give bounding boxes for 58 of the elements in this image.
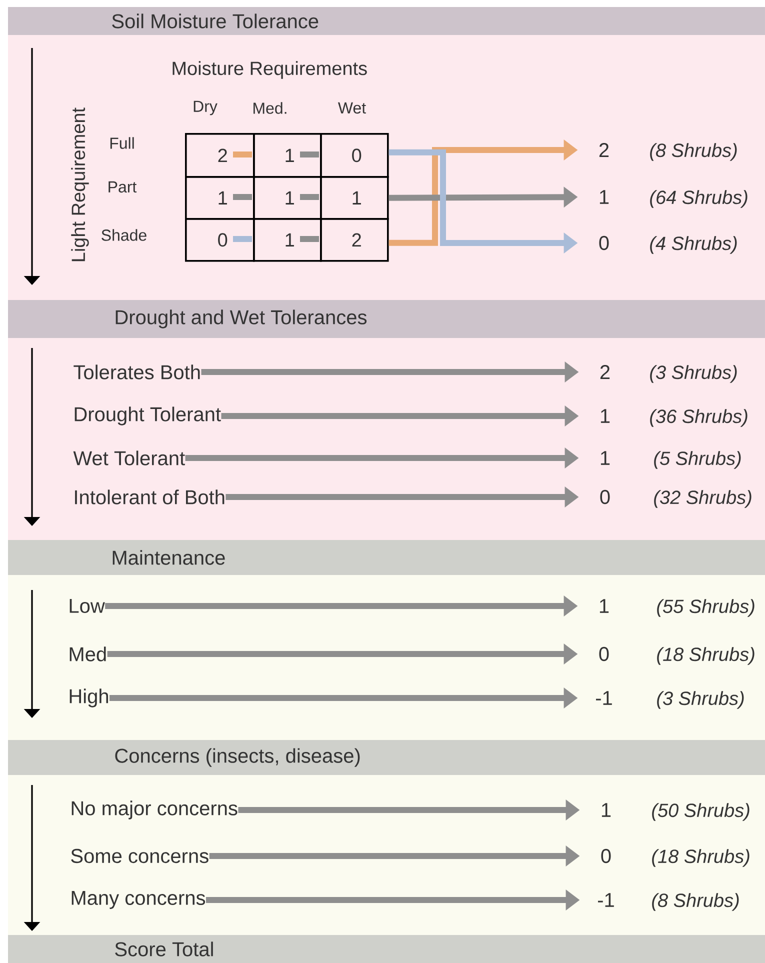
grid-cell: 0 — [320, 133, 389, 178]
category-label: High — [70, 688, 108, 708]
category-label: Tolerates Both — [74, 364, 200, 380]
shrub-count: (18 Shrubs) — [652, 849, 750, 867]
grid-cell: 1 — [253, 133, 322, 178]
shrub-count: (55 Shrubs) — [657, 599, 754, 617]
section-header: Concerns (insects, disease) — [8, 740, 765, 775]
grid-cell: 1 — [253, 218, 322, 262]
grid-cell: 2 — [320, 218, 389, 262]
grid-cell: 0 — [185, 218, 255, 262]
shrub-count: (8 Shrubs) — [650, 143, 737, 161]
shrub-count: (64 Shrubs) — [650, 190, 748, 208]
grid-cell: 2 — [185, 133, 255, 178]
score-value: 2 — [599, 143, 609, 157]
row-label: Full — [110, 137, 134, 149]
category-label: Wet Tolerant — [73, 450, 185, 466]
category-label: Low — [70, 599, 105, 613]
category-label: Some concerns — [71, 848, 208, 864]
shrub-count: (3 Shrubs) — [650, 365, 737, 383]
section-header: Drought and Wet Tolerances — [8, 300, 765, 338]
category-label: Med — [70, 646, 106, 662]
axis-title: Light Requirement — [71, 108, 89, 262]
section-header: Score Total — [8, 935, 765, 963]
shrub-count: (32 Shrubs) — [654, 490, 752, 508]
score-value: -1 — [596, 691, 612, 705]
shrub-count: (4 Shrubs) — [650, 236, 737, 254]
shrub-count: (36 Shrubs) — [650, 409, 748, 427]
shrub-count: (5 Shrubs) — [654, 451, 741, 469]
score-value: 1 — [602, 803, 611, 817]
category-label: Intolerant of Both — [75, 490, 224, 504]
column-label: Med. — [254, 102, 286, 114]
grid-cell: 1 — [320, 176, 389, 220]
grid-cell: 1 — [185, 176, 255, 220]
category-label: Many concerns — [72, 891, 206, 909]
section-header: Maintenance — [8, 540, 765, 575]
category-label: Drought Tolerant — [74, 406, 221, 426]
score-value: 1 — [600, 409, 610, 423]
score-value: 2 — [600, 365, 610, 379]
score-value: -1 — [598, 893, 614, 907]
score-value: 0 — [600, 490, 610, 504]
score-value: 1 — [600, 190, 609, 204]
row-label: Shade — [102, 229, 146, 241]
column-label: Dry — [194, 100, 218, 116]
column-label: Wet — [338, 102, 366, 114]
shrub-count: (3 Shrubs) — [657, 691, 744, 709]
score-value: 0 — [599, 646, 609, 662]
score-value: 0 — [599, 236, 609, 250]
grid-cell: 1 — [253, 176, 322, 220]
section-header: Soil Moisture Tolerance — [8, 7, 765, 35]
shrub-count: (50 Shrubs) — [652, 803, 750, 821]
score-value: 0 — [601, 848, 611, 864]
category-label: No major concerns — [72, 800, 238, 820]
row-label: Part — [108, 181, 137, 193]
score-value: 1 — [600, 451, 610, 465]
score-value: 1 — [600, 599, 609, 613]
shrub-count: (8 Shrubs) — [652, 893, 739, 911]
shrub-count: (18 Shrubs) — [657, 647, 754, 665]
axis-title: Moisture Requirements — [172, 61, 367, 79]
